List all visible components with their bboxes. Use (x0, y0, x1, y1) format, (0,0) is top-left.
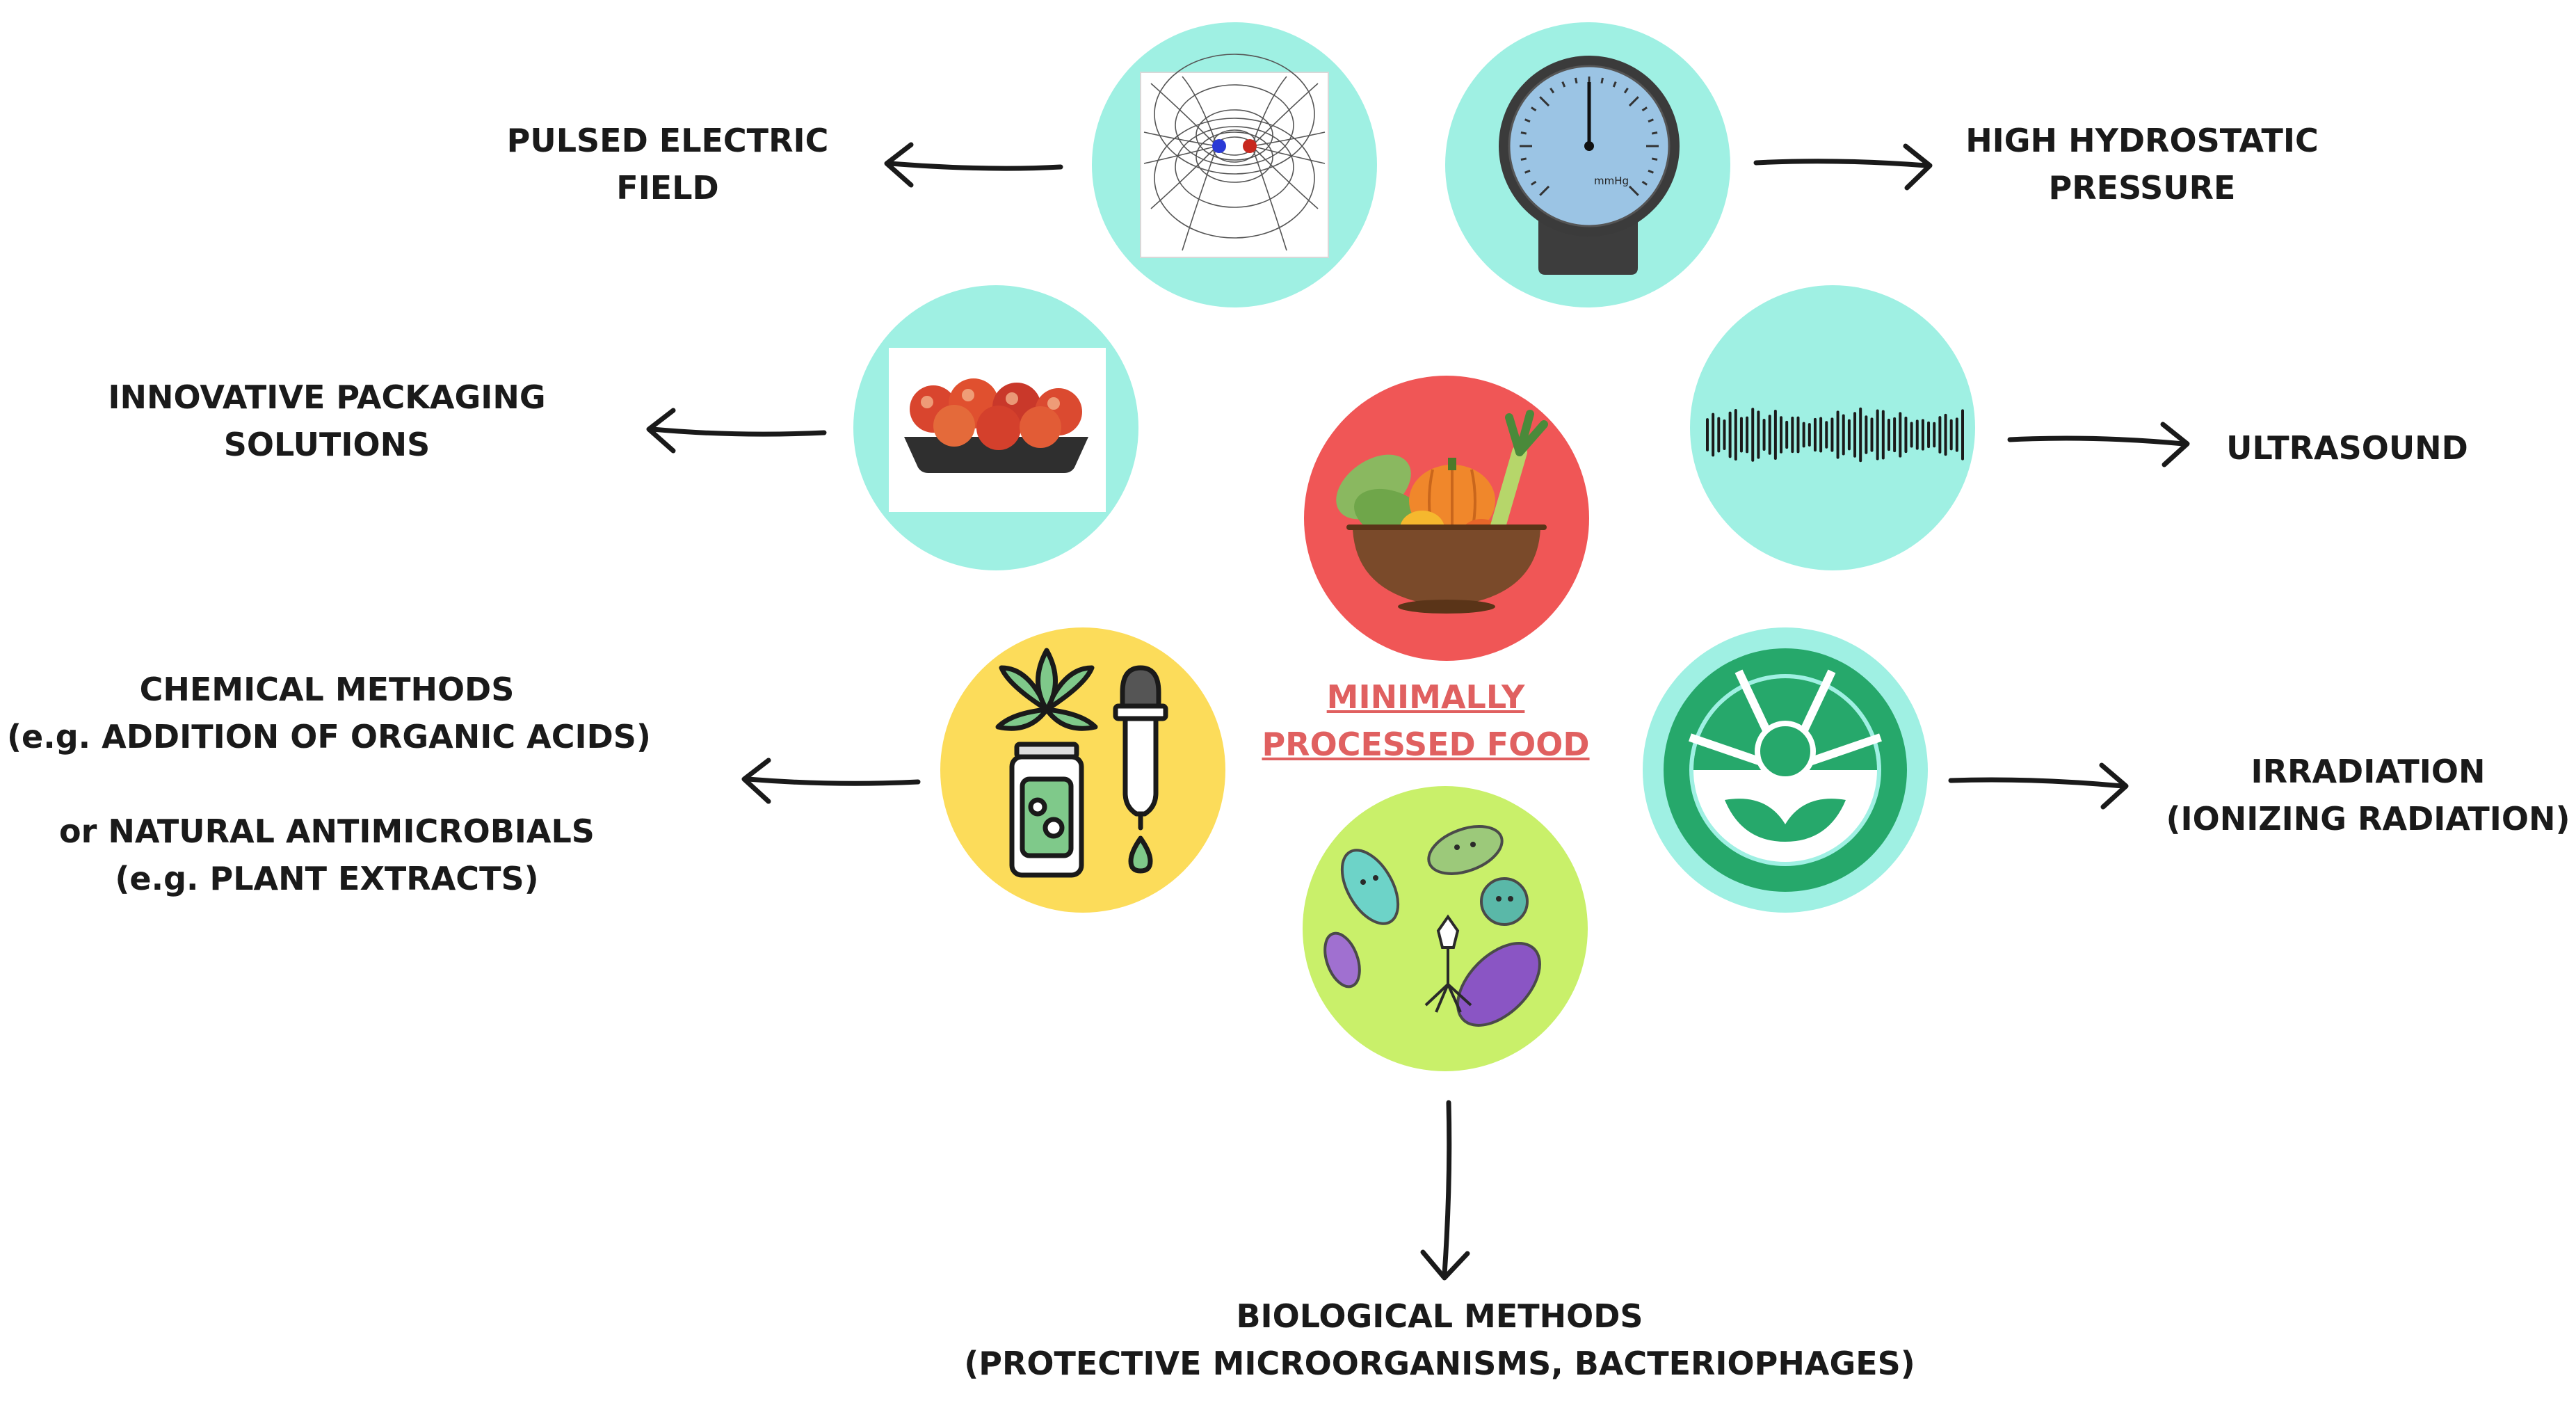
ultrasound-label-line1: ULTRASOUND (2226, 429, 2468, 467)
gauge-tick (1648, 118, 1654, 123)
plant-extract-dropper-icon (995, 648, 1168, 878)
radura-symbol-icon (1664, 648, 1907, 892)
high-hydrostatic-pressure-label-line1: HIGH HYDROSTATIC (1965, 122, 2319, 159)
gauge-tick (1628, 185, 1639, 196)
arrow-to-ultrasound (2007, 422, 2190, 467)
high-hydrostatic-pressure-label: HIGH HYDROSTATIC PRESSURE (1933, 117, 2351, 211)
gauge-tick (1628, 96, 1639, 107)
sound-wave-icon (1706, 407, 1964, 463)
minimally-processed-food-node (1304, 376, 1589, 661)
bacteria-bacteriophage-icon (1323, 825, 1541, 1027)
gauge-tick (1531, 180, 1537, 186)
center-title: MINIMALLY PROCESSED FOOD (1231, 673, 1620, 768)
gauge-tick (1641, 106, 1648, 112)
gauge-tick (1651, 157, 1658, 161)
pulsed-electric-field-label: PULSED ELECTRIC FIELD (459, 117, 876, 211)
pulsed-electric-field-label-line2: FIELD (616, 169, 719, 207)
pulsed-electric-field-node (1092, 22, 1377, 307)
gauge-tick (1561, 81, 1566, 88)
pressure-gauge-icon: mmHg (1499, 56, 1680, 275)
gauge-tick (1651, 131, 1658, 135)
gauge-tick (1641, 180, 1648, 186)
gauge-tick (1520, 131, 1527, 135)
chemical-methods-label-line1: CHEMICAL METHODS (139, 671, 515, 708)
chemical-methods-node (940, 627, 1225, 913)
gauge-tick (1524, 169, 1531, 174)
ultrasound-label: ULTRASOUND (2191, 424, 2504, 472)
arrow-to-innovative-packaging (646, 408, 827, 454)
vegetable-bowl-icon (1336, 410, 1548, 614)
gauge-tick (1648, 169, 1654, 174)
irradiation-label-line2: (IONIZING RADIATION) (2166, 800, 2570, 838)
gauge-tick (1612, 81, 1617, 88)
innovative-packaging-node (853, 285, 1138, 570)
irradiation-label: IRRADIATION (IONIZING RADIATION) (2156, 748, 2576, 842)
arrow-to-chemical-methods (741, 758, 921, 804)
center-title-line1: MINIMALLY (1326, 678, 1525, 716)
innovative-packaging-label: INNOVATIVE PACKAGING SOLUTIONS (83, 374, 570, 468)
ultrasound-node (1690, 285, 1975, 570)
gauge-tick (1531, 106, 1537, 112)
biological-methods-label-line2: (PROTECTIVE MICROORGANISMS, BACTERIOPHAG… (964, 1345, 1915, 1382)
irradiation-label-line1: IRRADIATION (2251, 753, 2486, 790)
electric-field-icon (1140, 54, 1329, 258)
gauge-tick (1623, 88, 1629, 94)
gauge-tick (1539, 185, 1550, 196)
high-hydrostatic-pressure-label-line2: PRESSURE (2048, 169, 2236, 207)
high-hydrostatic-pressure-node: mmHg (1445, 22, 1730, 307)
chemical-methods-label-line3: or NATURAL ANTIMICROBIALS (59, 812, 595, 850)
chemical-methods-label: CHEMICAL METHODS (e.g. ADDITION OF ORGAN… (7, 666, 651, 902)
pulsed-electric-field-label-line1: PULSED ELECTRIC (506, 122, 829, 159)
gauge-unit-text: mmHg (1594, 175, 1629, 187)
chemical-methods-label-spacer (7, 760, 647, 808)
innovative-packaging-label-line2: SOLUTIONS (223, 426, 430, 463)
arrow-to-biological-methods (1420, 1100, 1470, 1281)
irradiation-node (1643, 627, 1928, 913)
gauge-tick (1549, 88, 1555, 94)
gauge-tick (1520, 157, 1527, 161)
center-title-line2: PROCESSED FOOD (1262, 726, 1590, 763)
apple-tray-icon (889, 348, 1106, 512)
arrow-to-high-hydrostatic-pressure (1753, 143, 1933, 191)
arrow-to-pulsed-electric-field (884, 142, 1063, 188)
gauge-tick (1524, 118, 1531, 123)
gauge-tick (1539, 96, 1550, 107)
biological-methods-label: BIOLOGICAL METHODS (PROTECTIVE MICROORGA… (925, 1292, 1954, 1387)
biological-methods-node (1303, 786, 1588, 1071)
chemical-methods-label-line2: (e.g. ADDITION OF ORGANIC ACIDS) (7, 718, 651, 755)
chemical-methods-label-line4: (e.g. PLANT EXTRACTS) (115, 860, 539, 897)
gauge-tick (1600, 77, 1604, 84)
arrow-to-irradiation (1948, 762, 2129, 810)
gauge-tick (1575, 77, 1578, 84)
biological-methods-label-line1: BIOLOGICAL METHODS (1236, 1297, 1643, 1335)
innovative-packaging-label-line1: INNOVATIVE PACKAGING (108, 378, 546, 416)
